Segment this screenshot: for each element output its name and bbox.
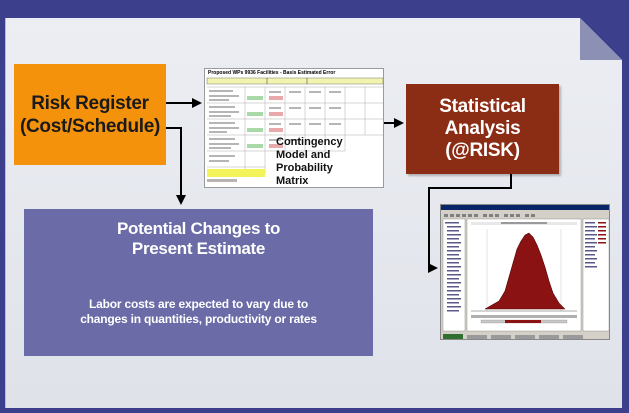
statistical-analysis-node[interactable]: Statistical Analysis (@RISK) — [406, 84, 559, 174]
contingency-model-label: Contingency Model and Probability Matrix — [276, 136, 386, 188]
potential-changes-body-line2: changes in quantities, productivity or r… — [80, 312, 317, 326]
title-bar — [0, 0, 629, 18]
contingency-label-line2: Model and — [276, 149, 331, 161]
statistical-analysis-line2: (@RISK) — [445, 140, 520, 161]
potential-changes-title-line2: Present Estimate — [131, 239, 266, 258]
risk-output-screenshot[interactable] — [440, 204, 610, 340]
statistical-analysis-line1: Statistical Analysis — [439, 96, 526, 139]
contingency-label-line3: Probability — [276, 162, 333, 174]
risk-register-line2: (Cost/Schedule) — [19, 115, 161, 137]
risk-register-line1: Risk Register — [31, 92, 149, 114]
potential-changes-title: Potential Changes to Present Estimate — [24, 219, 373, 259]
potential-changes-node[interactable]: Potential Changes to Present Estimate La… — [24, 209, 373, 356]
risk-register-node[interactable]: Risk Register (Cost/Schedule) — [14, 64, 166, 165]
contingency-spreadsheet-thumbnail[interactable]: Proposed WPs 9936 Facilities - Basis Est… — [204, 68, 384, 188]
spreadsheet-grid-image — [206, 77, 383, 182]
page-curl-corner — [580, 18, 622, 60]
risk-histogram-image — [441, 205, 609, 339]
contingency-label-line4: Matrix — [276, 175, 309, 187]
potential-changes-body-line1: Labor costs are expected to vary due to — [89, 297, 308, 311]
potential-changes-title-line1: Potential Changes to — [116, 219, 281, 238]
spreadsheet-title: Proposed WPs 9936 Facilities - Basis Est… — [208, 70, 336, 76]
contingency-label-line1: Contingency — [276, 136, 343, 148]
potential-changes-body: Labor costs are expected to vary due to … — [24, 297, 373, 327]
